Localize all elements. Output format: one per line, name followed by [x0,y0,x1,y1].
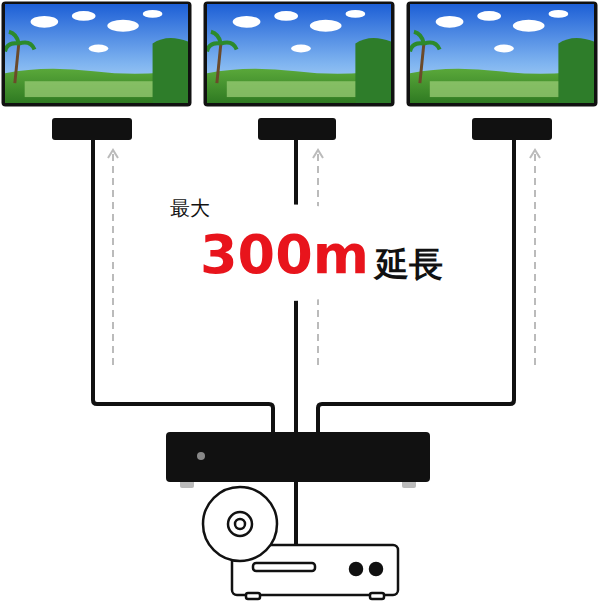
caption-text: 延長 [375,247,443,281]
arrowhead [108,150,540,158]
cable [93,140,514,545]
monitor [204,2,395,107]
receiver [472,118,552,140]
monitor [407,2,598,107]
caption-text: 最大 [170,198,210,218]
splitter [166,432,430,488]
distance-value: 300m [200,228,369,282]
monitor [2,2,192,107]
dvd-player [203,487,398,599]
signal-arrow [113,152,535,365]
receiver [52,118,132,140]
receiver [258,118,336,140]
